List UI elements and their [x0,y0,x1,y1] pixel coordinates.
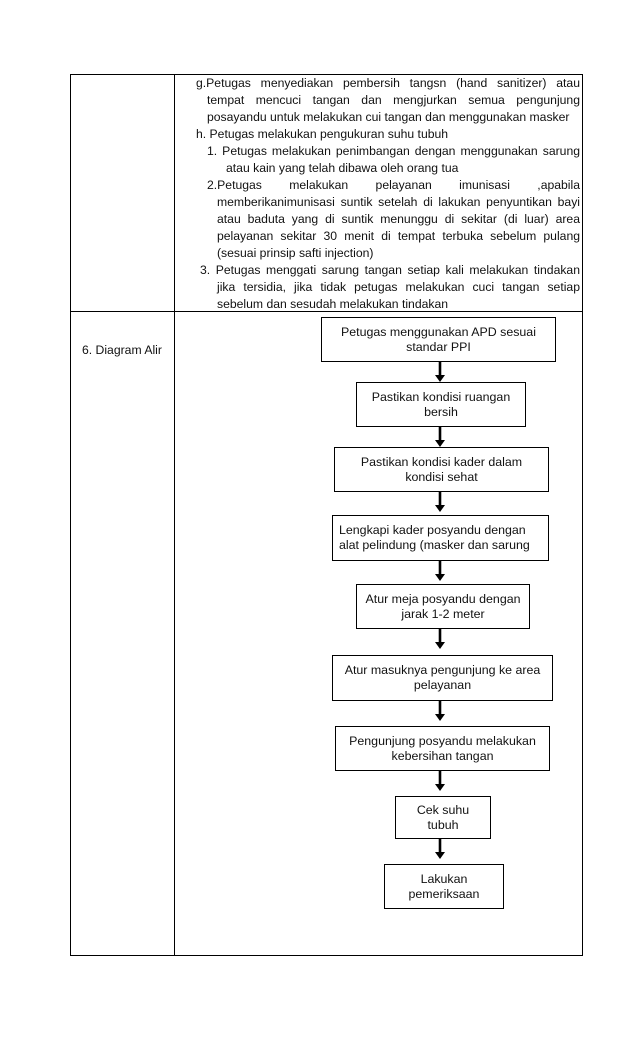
procedure-item3-line-3: sebelum dan sesudah melakukan tindakan [217,297,449,311]
procedure-g-line-1: g.Petugas menyediakan pembersih tangsn (… [196,76,580,90]
flow-step-9: Lakukan pemeriksaan [384,864,504,909]
arrow-7 [435,771,445,791]
procedure-item2-line-1: 2.Petugas melakukan pelayanan imunisasi … [207,178,580,192]
arrow-2 [435,427,445,447]
table-border-top [70,74,583,75]
flow-step-6-label: Atur masuknya pengunjung ke area pelayan… [344,663,541,692]
flow-step-1-label: Petugas menggunakan APD sesuai standar P… [341,324,536,354]
flow-step-3-label: Pastikan kondisi kader dalam kondisi seh… [360,454,523,484]
flow-step-2-label: Pastikan kondisi ruangan bersih [371,389,511,419]
flow-step-7-label: Pengunjung posyandu melakukan kebersihan… [349,733,536,763]
arrow-4 [435,561,445,581]
arrow-3 [435,492,445,512]
procedure-item2-line-3: atau baduta yang di suntik menunggu di s… [217,212,580,226]
arrow-8 [435,839,445,859]
procedure-item3-line-1: 3. Petugas menggati sarung tangan setiap… [200,263,580,277]
flow-step-2: Pastikan kondisi ruangan bersih [356,382,526,427]
flow-step-5: Atur meja posyandu dengan jarak 1-2 mete… [356,584,530,629]
table-border-bottom [70,955,583,956]
arrow-6 [435,701,445,721]
table-border-divider [174,74,175,956]
procedure-g-line-2: tempat mencuci tangan dan mengjurkan sem… [207,93,580,107]
table-border-mid [70,311,583,312]
flow-step-4: Lengkapi kader posyandu dengan alat peli… [332,515,549,561]
procedure-h-title: h. Petugas melakukan pengukuran suhu tub… [196,127,449,141]
procedure-item2-line-4: pelayanan sekitar 30 menit di tempat ter… [217,229,580,243]
arrow-5 [435,629,445,649]
flow-step-4-label: Lengkapi kader posyandu dengan alat peli… [339,523,530,552]
section-label: 6. Diagram Alir [82,343,162,357]
procedure-g-line-3: posayandu untuk melakukan cui tangan dan… [207,110,570,124]
procedure-item3-line-2: jika tersidia, jika tidak petugas melaku… [217,280,580,294]
procedure-item2-line-5: (sesuai prinsip safti injection) [217,246,374,260]
procedure-item1-line-2: atau kain yang telah dibawa oleh orang t… [226,161,459,175]
flow-step-3: Pastikan kondisi kader dalam kondisi seh… [334,447,549,492]
table-border-left [70,74,71,956]
flow-step-8: Cek suhu tubuh [395,796,491,839]
arrow-1 [435,362,445,382]
procedure-item1-line-1: 1. Petugas melakukan penimbangan dengan … [207,144,580,158]
flow-step-5-label: Atur meja posyandu dengan jarak 1-2 mete… [365,591,521,621]
flow-step-8-label: Cek suhu tubuh [416,802,470,832]
flow-step-9-label: Lakukan pemeriksaan [408,871,480,901]
procedure-item2-line-2: memberikanimunisasi suntik setelah di la… [217,195,580,209]
flow-step-1: Petugas menggunakan APD sesuai standar P… [321,317,556,362]
flow-step-6: Atur masuknya pengunjung ke area pelayan… [332,655,553,701]
table-border-right [582,74,583,956]
flow-step-7: Pengunjung posyandu melakukan kebersihan… [335,726,550,771]
